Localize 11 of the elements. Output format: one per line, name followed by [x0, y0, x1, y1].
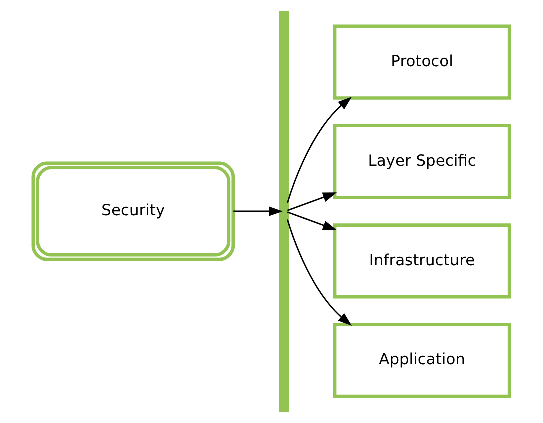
arrow [286, 97, 352, 204]
arrow [287, 192, 338, 212]
arrow [234, 206, 284, 216]
node-box: Infrastructure [333, 224, 512, 299]
node-box: Protocol [333, 24, 512, 100]
arrow [286, 219, 352, 326]
node-box: Security [32, 162, 236, 262]
node-box: Layer Specific [333, 124, 512, 200]
node-bar [279, 10, 290, 412]
arrow [287, 212, 338, 230]
node-box: Application [333, 323, 512, 398]
